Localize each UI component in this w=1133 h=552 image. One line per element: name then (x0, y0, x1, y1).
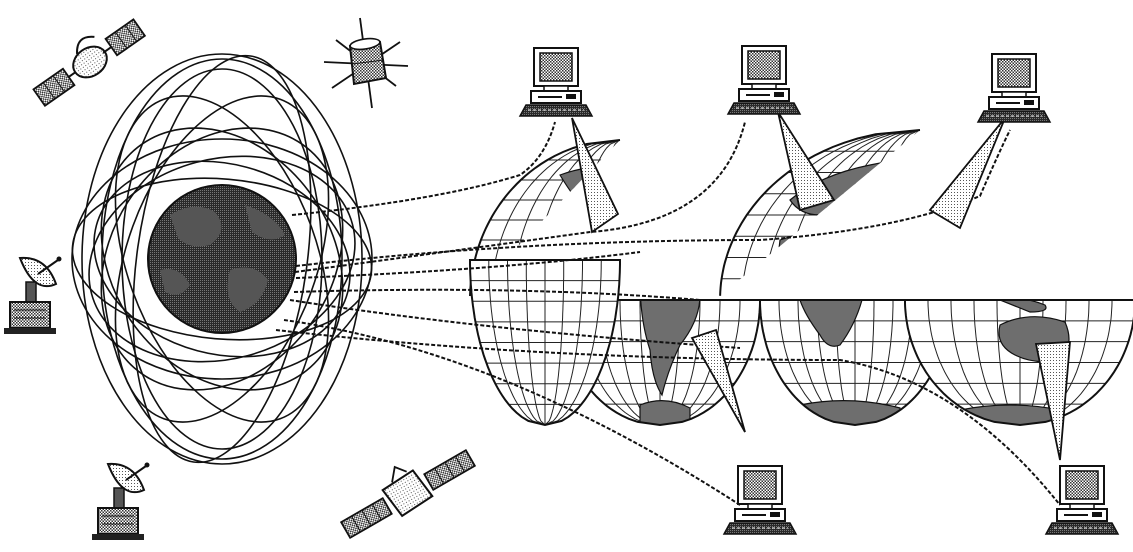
ground-station-dish-icon (91, 461, 151, 541)
orbit-path (121, 68, 323, 450)
satellite-double-panel-icon (339, 448, 477, 540)
orbit-path (114, 95, 330, 423)
network-link (293, 288, 701, 301)
terminal-north-america (519, 47, 593, 117)
network-link (275, 329, 1061, 506)
satellite-panels-icon (32, 18, 147, 108)
orbit-path (71, 138, 373, 380)
network-links (275, 121, 1061, 506)
orbit-path (132, 54, 312, 464)
network-link (294, 121, 746, 273)
orbit-path (71, 177, 373, 341)
network-link (295, 129, 1011, 267)
orbit-paths (71, 53, 373, 465)
orbit-path (100, 127, 344, 391)
orbit-path (114, 95, 330, 423)
signal-beams (571, 111, 1071, 461)
network-link (283, 319, 741, 506)
terminal-asia (977, 53, 1051, 123)
network-link (291, 121, 556, 216)
terminal-europe (727, 45, 801, 115)
orbit-path (88, 155, 356, 363)
network-link (295, 251, 641, 279)
orbit-path (100, 127, 344, 391)
orbit-path (101, 58, 343, 460)
terminal-south-america (723, 465, 797, 535)
earth-globe-icon (147, 184, 297, 334)
satellite-antenna-icon (323, 17, 409, 109)
ground-station-dish-icon (3, 255, 63, 335)
orbit-path (93, 160, 351, 358)
